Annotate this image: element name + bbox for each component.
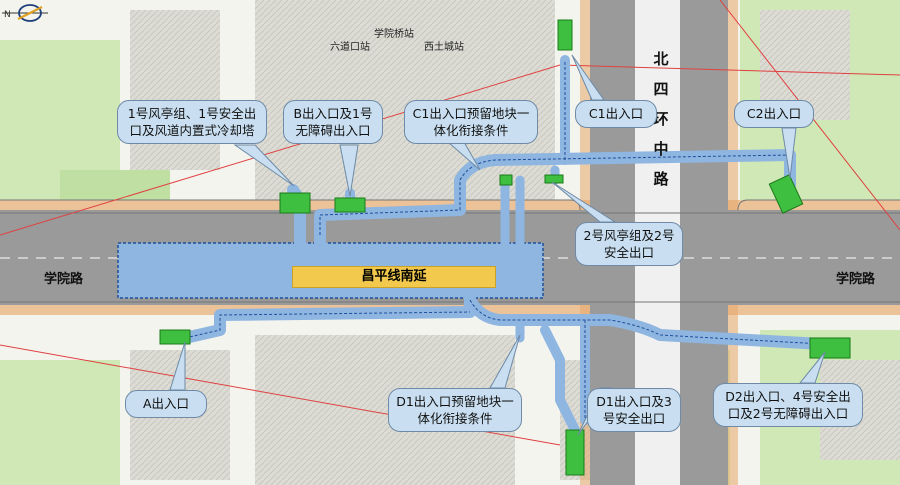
exit-structure-fengting2-b [544, 174, 564, 184]
building-block [130, 10, 220, 170]
callout-fengting1: 1号风亭组、1号安全出口及风道内置式冷却塔 [117, 100, 267, 144]
exit-structures [159, 19, 851, 476]
exit-structure-fengting1 [279, 192, 311, 214]
road-char: 北 [653, 50, 669, 68]
callout-a-exit: A出入口 [125, 390, 207, 418]
road-char: 中 [653, 140, 669, 158]
label-liudaokou-station: 六道口站 [330, 42, 370, 53]
exit-structure-c2 [768, 174, 804, 214]
exit-structure-a [159, 329, 191, 345]
callout-fengting2: 2号风亭组及2号安全出口 [575, 222, 683, 266]
exit-structure-fengting2-a [499, 174, 513, 186]
road-label-east: 学院路 [836, 272, 876, 287]
exit-structure-b [334, 197, 366, 213]
callout-b-exit: B出入口及1号无障碍出入口 [283, 100, 383, 144]
passage-dashes [184, 60, 841, 420]
station-line-label: 昌平线南延 [361, 269, 427, 284]
callout-d1-reserved: D1出入口预留地块一体化衔接条件 [388, 388, 522, 432]
label-xueyuanqiao-station: 学院桥站 [374, 29, 414, 40]
road-char: 环 [653, 110, 669, 128]
road-label-north-ring: 北 四 环 中 路 [651, 44, 671, 194]
station-line-box: 昌平线南延 [292, 266, 496, 288]
callout-c1-exit: C1出入口 [575, 100, 657, 128]
road-char: 四 [653, 80, 669, 98]
road-label-west: 学院路 [44, 272, 84, 287]
green-space [0, 360, 120, 485]
svg-text:N: N [4, 10, 11, 20]
callout-pointers [169, 54, 826, 436]
green-space [60, 170, 170, 200]
callout-d1-exit: D1出入口及3号安全出口 [587, 388, 681, 432]
road-char: 路 [653, 170, 669, 188]
label-xituucheng-station: 西土城站 [424, 42, 464, 53]
callout-c1-reserved: C1出入口预留地块一体化衔接条件 [404, 100, 538, 144]
callout-d2-exit: D2出入口、4号安全出口及2号无障碍出入口 [713, 383, 863, 427]
exit-structure-d2 [809, 337, 851, 359]
exit-structure-d1 [565, 429, 585, 476]
callout-c2-exit: C2出入口 [734, 100, 814, 128]
exit-structure-c1 [557, 19, 573, 51]
compass-icon: N [2, 4, 48, 22]
